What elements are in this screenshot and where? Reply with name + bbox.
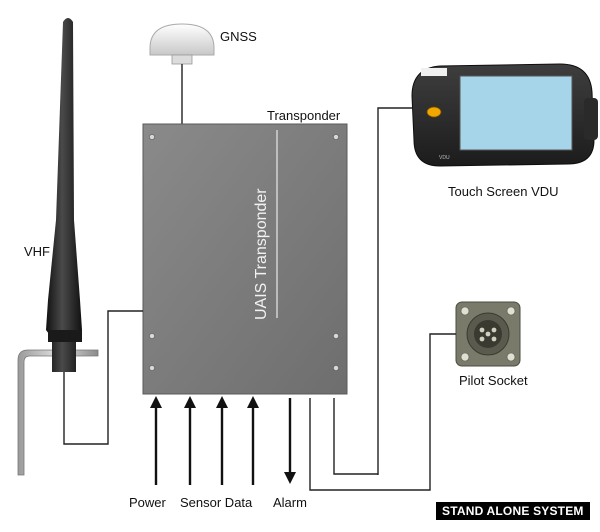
vdu-label: Touch Screen VDU <box>448 184 559 199</box>
alarm-label: Alarm <box>273 495 307 510</box>
pilot-socket-icon <box>455 301 521 367</box>
power-label: Power <box>129 495 166 510</box>
transponder-unit: UAIS Transponder <box>142 123 348 395</box>
transponder-label: Transponder <box>267 108 341 123</box>
arrow-down-icon <box>284 472 296 484</box>
connection-lines <box>63 107 456 491</box>
arrow-up-icon <box>150 396 162 408</box>
input-arrows <box>150 396 259 485</box>
gnss-antenna-icon <box>149 23 215 124</box>
vhf-label: VHF <box>24 244 50 259</box>
vdu-display-icon: VDU <box>411 63 598 167</box>
vhf-antenna-icon <box>17 18 99 476</box>
sensor-data-label: Sensor Data <box>180 495 253 510</box>
output-arrow <box>284 398 296 484</box>
gnss-label: GNSS <box>220 29 257 44</box>
arrow-up-icon <box>247 396 259 408</box>
arrow-up-icon <box>216 396 228 408</box>
system-badge: STAND ALONE SYSTEM <box>436 502 590 520</box>
arrow-up-icon <box>184 396 196 408</box>
unit-text: UAIS Transponder <box>253 188 270 320</box>
vdu-bezel-text: VDU <box>439 155 450 161</box>
pilot-socket-label: Pilot Socket <box>459 373 528 388</box>
